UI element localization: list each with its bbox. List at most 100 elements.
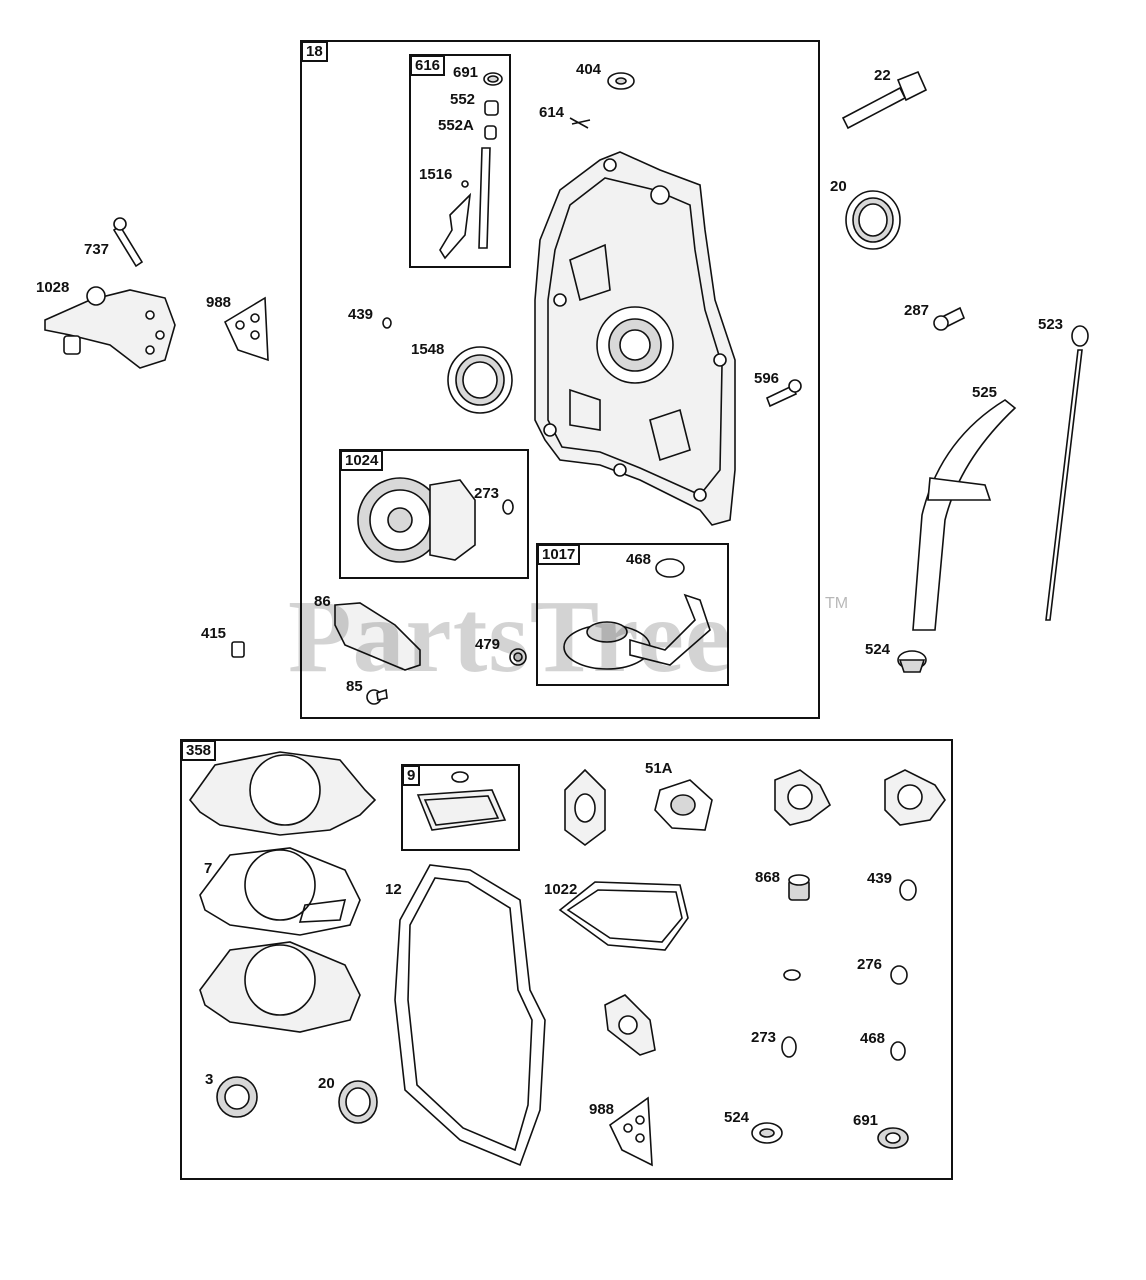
group-frame-1017 <box>536 543 729 686</box>
callout-468-top: 468 <box>626 551 652 568</box>
watermark: PartsTree <box>288 579 733 694</box>
callout-20-bot: 20 <box>318 1075 335 1092</box>
part-85 <box>366 688 388 705</box>
group-tag-18: 18 <box>301 41 328 62</box>
callout-1022: 1022 <box>544 881 578 898</box>
callout-1516: 1516 <box>419 166 453 183</box>
part-20-bot-seal <box>338 1080 378 1124</box>
part-988-top <box>223 296 269 362</box>
part-273-bot <box>781 1036 797 1058</box>
callout-868: 868 <box>755 869 781 886</box>
callout-12: 12 <box>385 881 402 898</box>
callout-614: 614 <box>539 104 565 121</box>
part-1548 <box>447 346 513 414</box>
group-frame-18 <box>300 40 820 719</box>
callout-737: 737 <box>84 241 110 258</box>
callout-524-bot: 524 <box>724 1109 750 1126</box>
part-868 <box>788 874 810 901</box>
callout-1028: 1028 <box>36 279 70 296</box>
callout-20-top: 20 <box>830 178 847 195</box>
callout-439-bot: 439 <box>867 870 893 887</box>
part-273-top <box>502 499 514 515</box>
group-tag-1017: 1017 <box>537 544 581 565</box>
callout-273-bot: 273 <box>751 1029 777 1046</box>
callout-596: 596 <box>754 370 780 387</box>
group-frame-358 <box>180 739 953 1180</box>
part-523-dipstick <box>1045 325 1089 621</box>
gasket-right-top-1 <box>774 769 832 826</box>
part-1028 <box>44 286 176 369</box>
part-468-bot <box>890 1041 906 1061</box>
part-washer <box>783 969 801 981</box>
group-frame-616 <box>409 54 511 268</box>
callout-552: 552 <box>450 91 476 108</box>
part-276 <box>890 965 908 985</box>
gasket-988-bot <box>608 1096 653 1167</box>
callout-988-top: 988 <box>206 294 232 311</box>
callout-525: 525 <box>972 384 998 401</box>
part-524-top <box>897 650 927 673</box>
callout-86: 86 <box>314 593 331 610</box>
part-737 <box>112 217 144 268</box>
part-596 <box>765 379 802 408</box>
callout-404: 404 <box>576 61 602 78</box>
gasket-51a <box>654 779 713 831</box>
callout-273-top: 273 <box>474 485 500 502</box>
callout-468-bot: 468 <box>860 1030 886 1047</box>
callout-7: 7 <box>204 860 213 877</box>
part-3-seal <box>216 1076 258 1118</box>
callout-523: 523 <box>1038 316 1064 333</box>
part-468-top <box>655 558 685 578</box>
gasket-middle-low <box>604 994 656 1056</box>
callout-85: 85 <box>346 678 363 695</box>
part-shaft <box>478 147 491 249</box>
group-tag-616: 616 <box>410 55 446 76</box>
callout-3: 3 <box>205 1071 214 1088</box>
callout-22: 22 <box>874 67 891 84</box>
part-22 <box>841 70 928 130</box>
callout-479: 479 <box>475 636 501 653</box>
group-tag-358: 358 <box>181 740 217 761</box>
part-20-top <box>845 190 901 250</box>
callout-287: 287 <box>904 302 930 319</box>
part-415 <box>231 641 245 658</box>
gasket-right-top-2 <box>884 769 946 826</box>
part-1017-pickup <box>563 593 711 670</box>
callout-1548: 1548 <box>411 341 445 358</box>
part-governor-arm <box>439 192 472 260</box>
trademark-symbol: TM <box>825 595 849 612</box>
callout-439-top: 439 <box>348 306 374 323</box>
part-86 <box>334 602 421 671</box>
part-552 <box>484 100 499 116</box>
callout-988-bot: 988 <box>589 1101 615 1118</box>
crankcase-cover-part <box>534 151 736 526</box>
group-frame-1024 <box>339 449 529 579</box>
part-404 <box>607 72 635 90</box>
part-524-bot <box>751 1122 783 1144</box>
callout-691-top: 691 <box>453 64 479 81</box>
group-tag-1024: 1024 <box>340 450 384 471</box>
part-439-top <box>382 317 392 329</box>
part-691-bot <box>877 1127 909 1149</box>
part-1516 <box>461 180 469 188</box>
part-614 <box>569 117 591 129</box>
callout-524-top: 524 <box>865 641 891 658</box>
group-frame-9 <box>401 764 520 851</box>
part-479 <box>509 648 527 666</box>
part-691-top <box>483 72 503 86</box>
gasket-7 <box>199 847 361 936</box>
gasket-lower-left <box>199 941 361 1033</box>
gasket-middle-top <box>564 768 606 846</box>
part-287 <box>933 306 966 331</box>
gasket-top-left <box>188 751 377 836</box>
callout-51a: 51A <box>645 760 673 777</box>
part-1024-pump <box>357 477 476 563</box>
callout-552a: 552A <box>438 117 474 134</box>
part-439-bot <box>899 879 917 901</box>
callout-691-bot: 691 <box>853 1112 879 1129</box>
gasket-1022 <box>558 881 689 951</box>
part-525-tube <box>912 399 1017 631</box>
part-9-filter <box>416 771 507 831</box>
